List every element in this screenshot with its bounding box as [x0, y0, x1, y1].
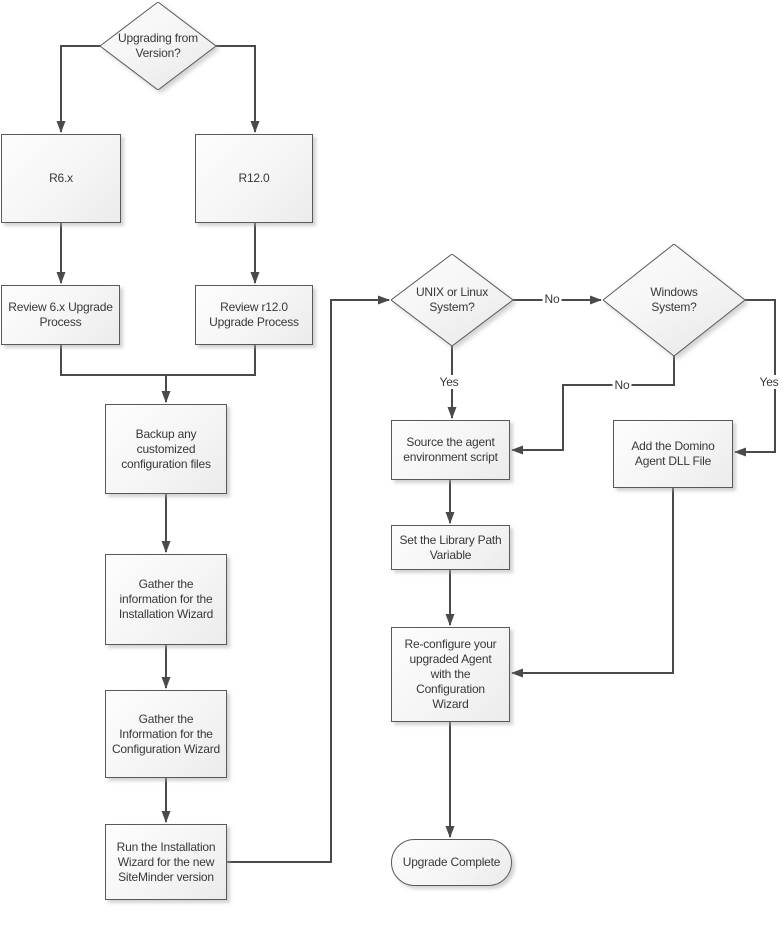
- node-label: R12.0: [238, 171, 270, 185]
- edge-label-unix-no: No: [542, 292, 562, 306]
- node-review-r12-upgrade: Review r12.0 Upgrade Process: [195, 285, 313, 345]
- edge-run-to-unixdiamond: [227, 295, 390, 863]
- edge-domino-to-reconfigure: [511, 488, 674, 678]
- edge-version-to-r6x: [56, 45, 100, 133]
- edge-label-windows-yes: Yes: [757, 375, 781, 389]
- diamond-shape: [603, 244, 745, 356]
- node-backup-config-files: Backup any customized configuration file…: [105, 404, 227, 494]
- node-label: UNIX or Linux System?: [415, 285, 489, 314]
- node-label: Gather the information for the Installat…: [118, 577, 214, 621]
- node-unix-linux-system: UNIX or Linux System?: [391, 254, 513, 346]
- diamond-shape: [391, 254, 513, 346]
- node-run-installation-wizard: Run the Installation Wizard for the new …: [105, 824, 227, 900]
- node-review-6x-upgrade: Review 6.x Upgrade Process: [1, 285, 120, 345]
- node-upgrade-complete: Upgrade Complete: [391, 839, 512, 886]
- node-label: Source the agent environment script: [403, 435, 498, 464]
- node-gather-installation-info: Gather the information for the Installat…: [105, 554, 227, 645]
- node-gather-configuration-info: Gather the Information for the Configura…: [105, 690, 227, 778]
- node-reconfigure-agent: Re-configure your upgraded Agent with th…: [391, 627, 510, 722]
- node-label: Upgrade Complete: [402, 855, 501, 869]
- edge-review-merge: [60, 345, 256, 376]
- node-source-agent-script: Source the agent environment script: [391, 420, 510, 480]
- node-label: Add the Domino Agent DLL File: [631, 439, 715, 468]
- node-set-library-path: Set the Library Path Variable: [391, 525, 510, 570]
- node-r6x: R6.x: [1, 134, 121, 223]
- node-label: Set the Library Path Variable: [399, 532, 502, 562]
- edge-label-windows-no: No: [612, 378, 632, 392]
- node-r12: R12.0: [195, 134, 313, 223]
- edge-windows-no-to-source: [511, 356, 675, 455]
- node-label: Gather the Information for the Configura…: [111, 711, 221, 756]
- node-label: Run the Installation Wizard for the new …: [116, 839, 216, 884]
- node-label: Review r12.0 Upgrade Process: [209, 300, 299, 329]
- node-label: Review 6.x Upgrade Process: [8, 300, 113, 329]
- diamond-shape: [100, 2, 216, 90]
- node-windows-system: Windows System?: [603, 244, 745, 356]
- node-label: R6.x: [49, 171, 73, 185]
- node-label: Backup any customized configuration file…: [121, 426, 211, 471]
- node-label: Re-configure your upgraded Agent with th…: [404, 637, 497, 711]
- node-label: Upgrading from Version?: [118, 31, 198, 60]
- edge-version-to-r12: [216, 45, 260, 133]
- node-add-domino-dll: Add the Domino Agent DLL File: [613, 420, 733, 488]
- node-upgrading-from-version: Upgrading from Version?: [100, 2, 216, 90]
- edge-label-unix-yes: Yes: [437, 375, 461, 389]
- node-label: Windows System?: [650, 285, 698, 314]
